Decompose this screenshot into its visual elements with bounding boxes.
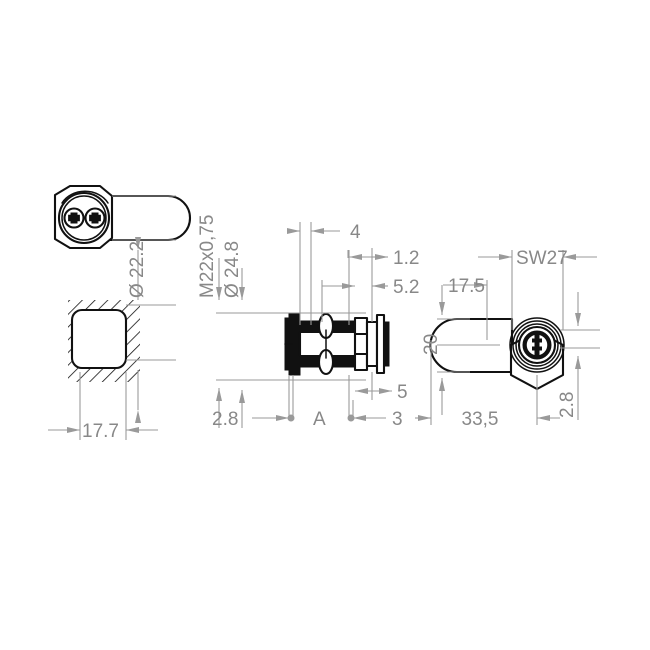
- lock-face-inner: [61, 195, 107, 241]
- dim-label-ref-a: A: [313, 409, 326, 430]
- keyway-slot: [532, 334, 542, 356]
- dim-label-4: 4: [350, 222, 361, 243]
- screw-left-cross: [68, 212, 80, 224]
- rear-ring-2: [512, 320, 562, 370]
- dim-label-sw27: SW27: [516, 248, 568, 269]
- view-side-section: M22x0,75 Ø 24.8 4 1.2 5.2 5: [197, 215, 419, 430]
- dim-label-5-2: 5.2: [393, 277, 419, 298]
- cam-retainer: [383, 321, 390, 367]
- screw-right-cross: [89, 212, 101, 224]
- dim-label-17-5: 17.5: [448, 276, 485, 297]
- dim-label-3: 3: [392, 409, 403, 430]
- dim-label-2-8: 2.8: [212, 409, 238, 430]
- dim-label-1-2: 1.2: [393, 248, 419, 269]
- section-bore-profile: [70, 308, 128, 370]
- dim-label-33-5: 33,5: [462, 409, 499, 430]
- view-section: 17.7: [48, 300, 176, 442]
- cam-hub: [365, 320, 379, 368]
- dim-label-5: 5: [397, 382, 408, 403]
- dim-label-17-7: 17.7: [82, 421, 119, 442]
- rear-ring-3: [515, 323, 559, 367]
- dim-dot-left: [287, 414, 295, 422]
- dim-label-m22: M22x0,75: [197, 215, 218, 298]
- thread-end-bottom: [353, 352, 369, 372]
- thread-end-top: [353, 316, 369, 336]
- dim-label-dia-22-2: Ø 22.2: [127, 241, 148, 298]
- cam-washer: [375, 313, 386, 375]
- rear-ring-1: [509, 317, 565, 373]
- view-rear-key: SW27 17.5 20 2.8 33,5: [415, 248, 600, 430]
- dim-dot-right: [347, 414, 355, 422]
- cam-bracket-arc: [61, 190, 109, 204]
- dim-label-2-8-right: 2.8: [557, 392, 578, 418]
- dim-label-24-8: Ø 24.8: [222, 241, 243, 298]
- view-front-cam: Ø 22.2: [53, 184, 192, 300]
